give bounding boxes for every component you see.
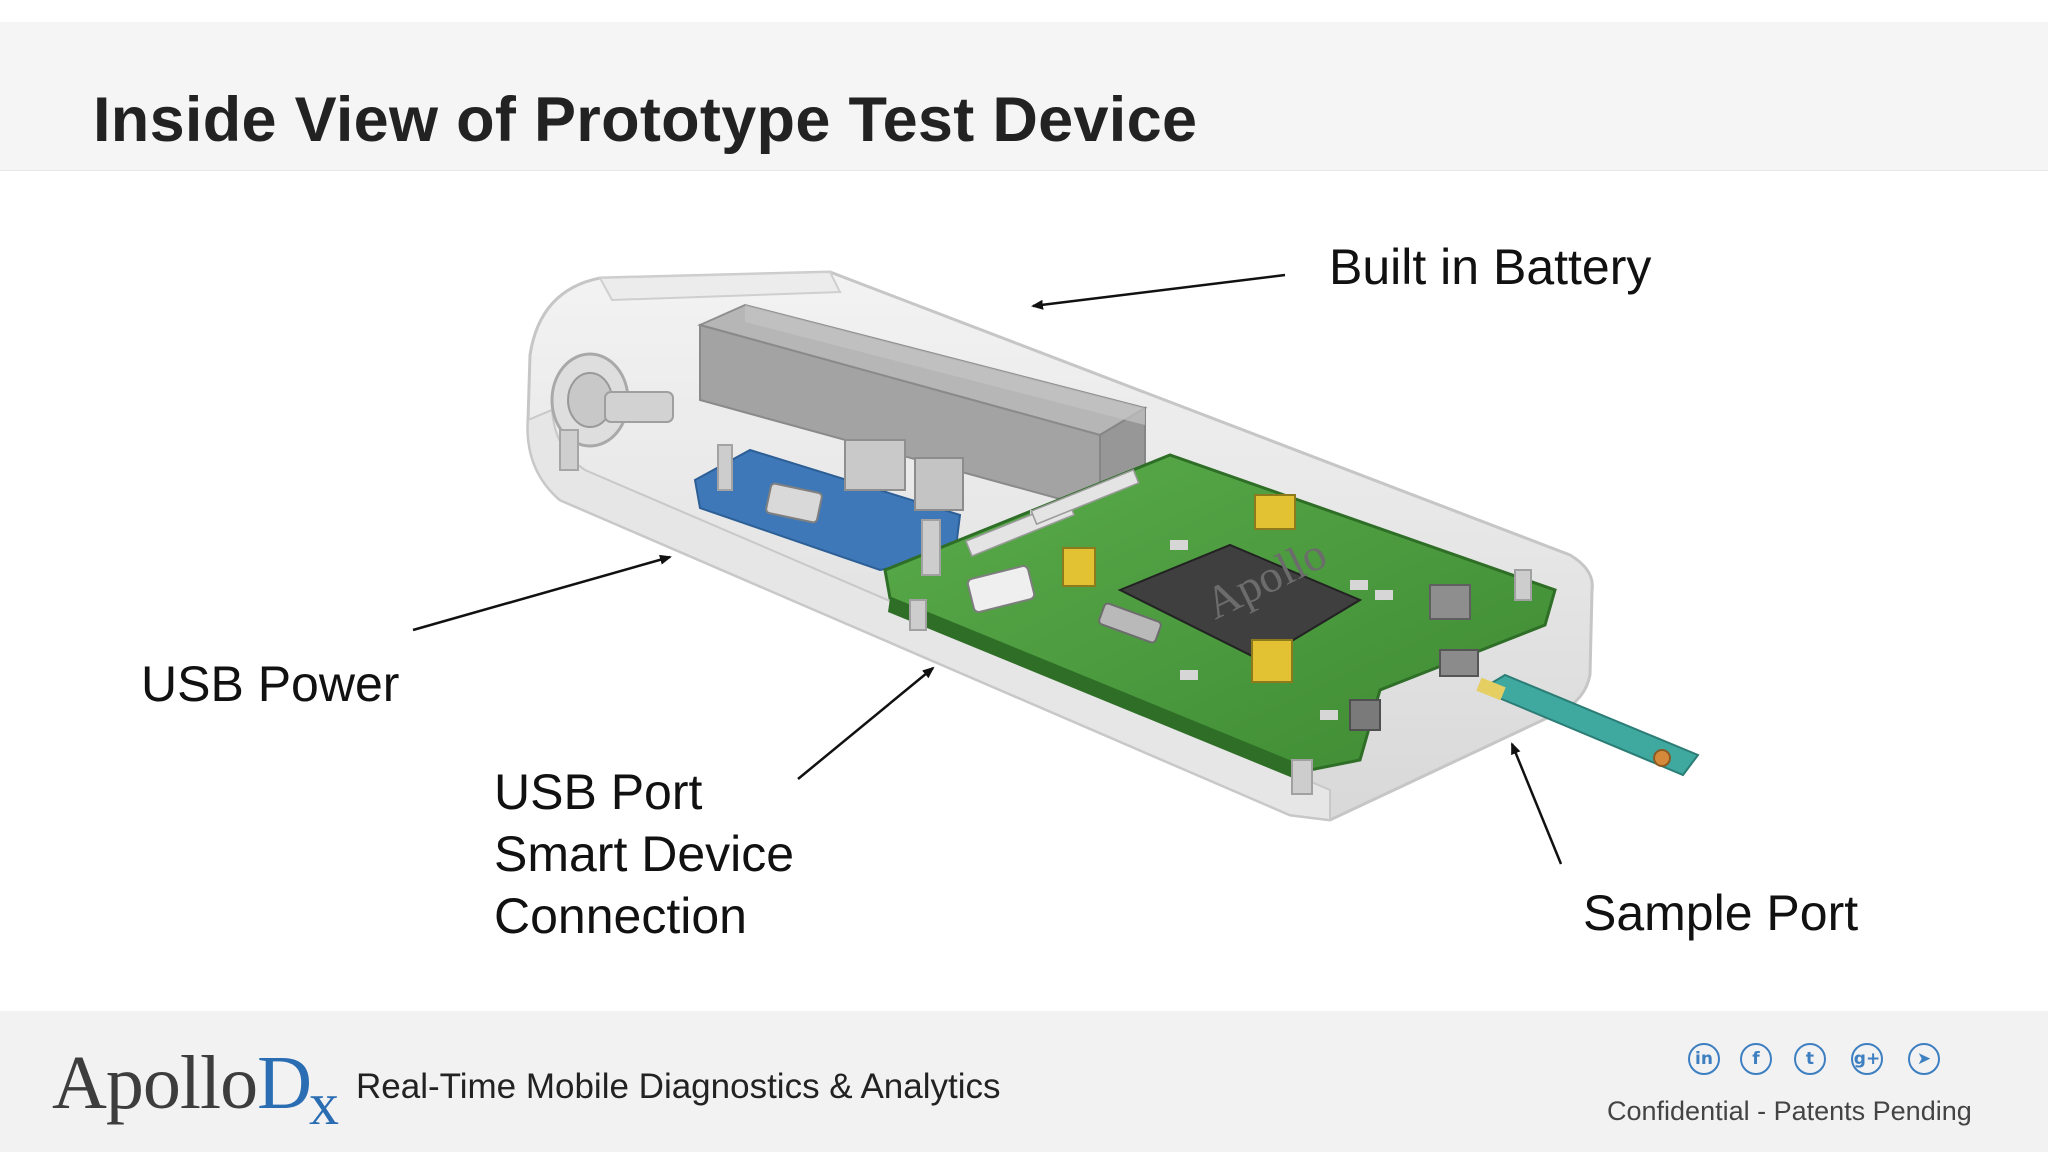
apollodx-logo: ApolloDx — [52, 1040, 342, 1137]
callout-usb-power: USB Power — [141, 656, 400, 712]
footer — [0, 1011, 2048, 1152]
usb-power-arrow — [412, 554, 672, 632]
usb-power-board — [693, 439, 964, 572]
battery-arrow — [1031, 273, 1286, 310]
facebook-icon[interactable]: f — [1740, 1043, 1772, 1075]
top-strip — [0, 0, 2048, 22]
logo-x: x — [309, 1071, 340, 1137]
sample-port-arrow — [1510, 742, 1563, 865]
callout-usb-port-line3: Connection — [494, 888, 747, 944]
logo-d: D — [257, 1041, 313, 1125]
test-strip — [1476, 673, 1700, 777]
callout-battery: Built in Battery — [1329, 239, 1652, 295]
logo-apollo: Apollo — [52, 1041, 258, 1125]
social-icons: in f t g+ ➤ — [1688, 1043, 1958, 1083]
twitter-icon[interactable]: t — [1794, 1043, 1826, 1075]
main-pcb: Apollo — [883, 453, 1557, 795]
slide-title: Inside View of Prototype Test Device — [93, 85, 1198, 155]
callout-sample-port: Sample Port — [1583, 885, 1859, 941]
google-plus-icon[interactable]: g+ — [1851, 1043, 1883, 1075]
footer-tagline: Real-Time Mobile Diagnostics & Analytics — [356, 1067, 1001, 1106]
linkedin-icon[interactable]: in — [1688, 1043, 1720, 1075]
power-jack — [550, 352, 674, 471]
usb-port-arrow — [797, 666, 935, 780]
pointer-icon[interactable]: ➤ — [1908, 1043, 1940, 1075]
confidential-notice: Confidential - Patents Pending — [1607, 1096, 1972, 1126]
callout-usb-port-line1: USB Port — [494, 764, 703, 820]
callout-usb-port-line2: Smart Device — [494, 826, 795, 882]
title-bar: Inside View of Prototype Test Device — [0, 22, 2048, 171]
battery — [697, 303, 1148, 512]
